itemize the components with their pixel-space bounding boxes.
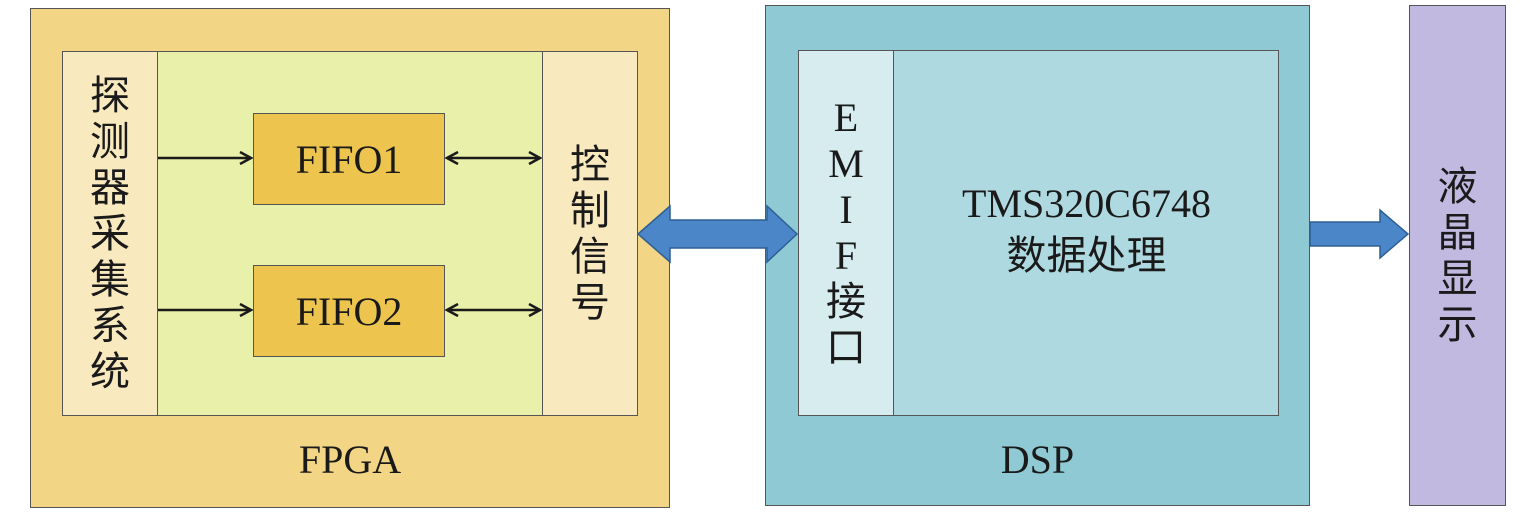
control-char: 制 xyxy=(570,187,610,233)
fifo1-label: FIFO1 xyxy=(295,136,403,182)
dsp-processing-label: TMS320C6748 数据处理 xyxy=(894,178,1279,282)
detector-char: 采 xyxy=(90,210,130,256)
control-char: 控 xyxy=(570,141,610,187)
fifo2-block: FIFO2 xyxy=(253,265,445,357)
dsp-chip-name: TMS320C6748 xyxy=(962,181,1211,226)
emif-interface-block: E M I F 接 口 xyxy=(798,50,894,416)
emif-char: F xyxy=(834,233,858,278)
lcd-char: 显 xyxy=(1437,255,1478,301)
lcd-char: 晶 xyxy=(1437,209,1478,255)
emif-char: E xyxy=(833,95,859,140)
detector-char: 集 xyxy=(90,256,130,302)
control-char: 信 xyxy=(570,233,610,279)
lcd-char: 液 xyxy=(1437,163,1478,209)
detector-char: 统 xyxy=(90,348,130,394)
lcd-char: 示 xyxy=(1437,301,1478,347)
fifo1-block: FIFO1 xyxy=(253,113,445,205)
fifo2-label: FIFO2 xyxy=(295,288,403,334)
detector-char: 系 xyxy=(90,302,130,348)
emif-char: 口 xyxy=(826,325,866,370)
fpga-label: FPGA xyxy=(298,437,402,482)
detector-char: 器 xyxy=(90,164,130,210)
emif-char: 接 xyxy=(826,279,866,324)
control-char: 号 xyxy=(570,279,610,325)
dsp-label: DSP xyxy=(1000,437,1075,482)
emif-char: I xyxy=(839,187,853,232)
detector-char: 测 xyxy=(90,118,130,164)
dsp-lcd-arrow xyxy=(1309,208,1410,260)
lcd-display-block: 液 晶 显 示 xyxy=(1409,5,1506,506)
fpga-dsp-double-arrow xyxy=(636,204,799,264)
emif-char: M xyxy=(828,141,864,186)
detector-char: 探 xyxy=(90,72,130,118)
control-signal-block: 控 制 信 号 xyxy=(542,51,638,416)
dsp-processing-text: 数据处理 xyxy=(1006,233,1167,278)
detector-acquisition-system: 探 测 器 采 集 系 统 xyxy=(62,51,158,416)
